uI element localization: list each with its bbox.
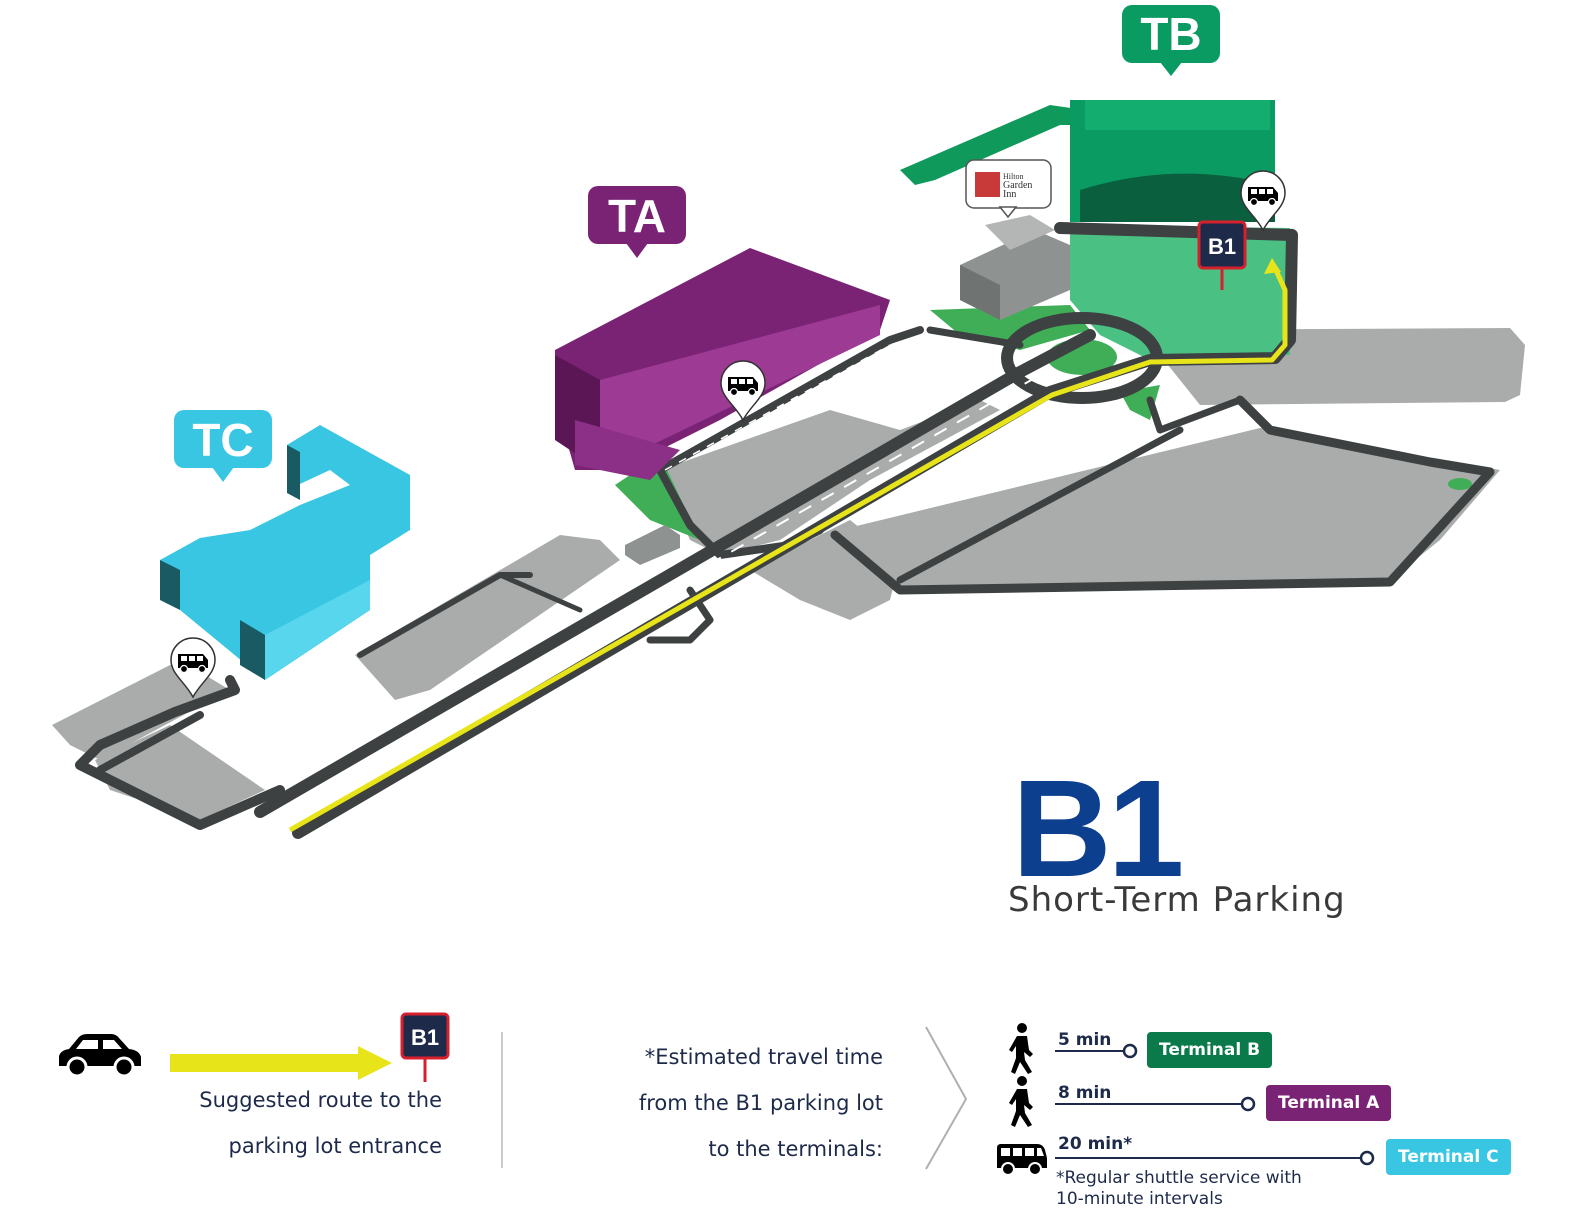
estimate-legend-text: *Estimated travel time from the B1 parki… [560,1034,883,1172]
svg-text:B1: B1 [411,1025,439,1050]
parking-code: B1 [1012,752,1184,906]
estimate-line1: *Estimated travel time [644,1045,883,1069]
terminal-c-badge: Terminal C [1386,1139,1511,1175]
route-legend-text: Suggested route to the parking lot entra… [150,1077,442,1169]
walking-person-icon [1009,1023,1033,1074]
svg-text:Inn: Inn [1003,189,1016,200]
parking-subtitle: Short-Term Parking [1008,880,1346,920]
svg-text:Garden: Garden [1003,180,1032,191]
shuttle-pin-icon [1240,170,1286,232]
route-arrow [170,1046,392,1080]
shuttle-note: *Regular shuttle service with 10-minute … [1056,1168,1356,1210]
shuttle-note-line2: 10-minute intervals [1056,1189,1223,1209]
shuttle-pin-icon [170,637,216,699]
svg-text:B1: B1 [1208,234,1236,259]
legend-divider [501,1032,503,1168]
walking-person-icon [1009,1076,1033,1127]
terminal-b-badge: Terminal B [1147,1032,1273,1068]
b1-legend-sign: B1 [400,1012,450,1082]
time-line-terminal-b [1055,1043,1138,1059]
estimate-line3: to the terminals: [708,1137,883,1161]
suggested-route [288,266,1288,833]
svg-text:TB: TB [1140,8,1201,60]
hotel-logo: Hilton Garden Inn [965,159,1052,219]
route-legend-line1: Suggested route to the [199,1088,442,1112]
terminal-a-badge: Terminal A [1266,1085,1392,1121]
shuttle-pin-icon [720,360,766,422]
svg-text:Hilton: Hilton [1003,172,1023,181]
terminal-c-tag: TC [174,410,272,482]
hotel-building [960,215,1070,320]
time-terminal-c: 20 min* [1058,1134,1133,1154]
terminal-a-tag: TA [588,186,686,258]
shuttle-icon [997,1144,1047,1176]
svg-text:TC: TC [192,414,253,466]
lane-markings [664,344,891,471]
terminal-c-building [160,425,410,680]
green-areas [615,225,1472,540]
car-icon [59,1034,141,1078]
chevron-right-icon [925,1026,968,1170]
lane-markings [279,374,1041,811]
time-line-terminal-a [1055,1096,1256,1112]
route-legend-line2: parking lot entrance [228,1134,442,1158]
terminal-b-building [900,100,1275,222]
time-line-terminal-c [1055,1150,1375,1166]
time-terminal-b: 5 min [1058,1030,1112,1050]
small-building [625,525,680,565]
terminal-b-tag: TB [1122,5,1220,76]
estimate-line2: from the B1 parking lot [638,1091,883,1115]
time-terminal-a: 8 min [1058,1083,1112,1103]
b1-map-sign: B1 [1197,220,1247,290]
svg-text:TA: TA [608,190,666,242]
route-arrowhead [1264,258,1281,274]
shuttle-note-line1: *Regular shuttle service with [1056,1168,1302,1188]
